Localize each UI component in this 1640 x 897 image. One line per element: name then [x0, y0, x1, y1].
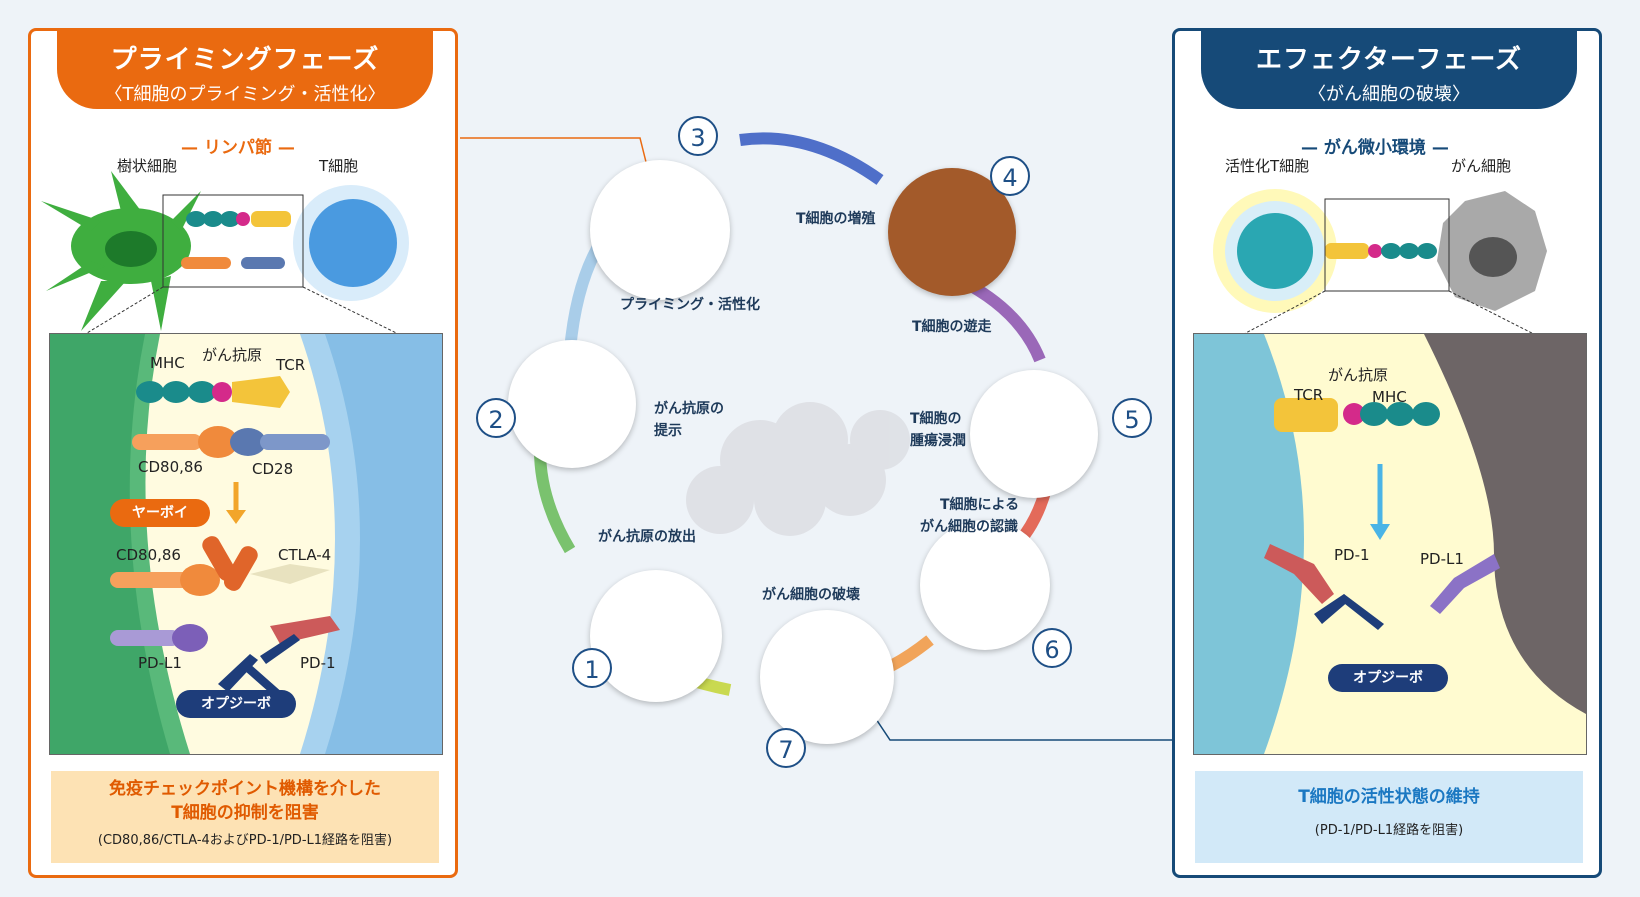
effector-note-line1: T細胞の活性状態の維持	[1298, 787, 1480, 807]
proliferation-label: T細胞の増殖	[796, 211, 876, 227]
priming-note-line1: 免疫チェックポイント機構を介した	[109, 779, 381, 799]
step-3-circle	[590, 160, 730, 300]
step-5-number: 5	[1112, 398, 1152, 438]
step-6-label-line2: がん細胞の認識	[920, 519, 1018, 535]
effector-opdivo-badge: オプジーボ	[1328, 664, 1448, 692]
cd28-label: CD28	[252, 460, 294, 478]
opdivo-badge: オプジーボ	[176, 690, 296, 718]
priming-zoom-box: MHC がん抗原 TCR CD80,86 CD28 ヤーボイ CD80,86 C…	[49, 333, 443, 755]
effector-antigen-label: がん抗原	[1328, 366, 1389, 384]
step-2-label-line2: 提示	[654, 423, 682, 439]
step-6-circle	[920, 520, 1050, 650]
cancer-cell-icon	[1437, 191, 1547, 311]
effector-phase-title: エフェクターフェーズ	[1255, 45, 1523, 75]
step-1-number: 1	[572, 648, 612, 688]
tumor-illustration	[1213, 189, 1549, 341]
cd80-86-label-bottom: CD80,86	[116, 546, 181, 564]
effector-tcr-label: TCR	[1294, 386, 1324, 404]
effector-connector-line	[869, 709, 1172, 741]
effector-pd1-label: PD-1	[1334, 546, 1370, 564]
step-7-circle	[760, 610, 894, 744]
dendritic-cell-icon	[41, 171, 201, 331]
mhc-label: MHC	[150, 354, 185, 372]
yervoy-badge: ヤーボイ	[110, 499, 210, 527]
step-2-label-line1: がん抗原の	[654, 401, 724, 417]
pdl1-label: PD-L1	[138, 654, 182, 672]
step-1-circle	[590, 570, 722, 702]
step-3-label: プライミング・活性化	[620, 297, 760, 313]
tumor-microenvironment-label: — がん微小環境 —	[1301, 138, 1449, 158]
priming-connector-line	[460, 137, 649, 171]
effector-pdl1-label: PD-L1	[1420, 550, 1464, 568]
antigen-label: がん抗原	[202, 346, 263, 364]
arrow-3-to-4	[739, 132, 884, 185]
step-7-number: 7	[766, 728, 806, 768]
priming-note-line3: (CD80,86/CTLA-4およびPD-1/PD-L1経路を阻害)	[97, 833, 393, 848]
effector-note: T細胞の活性状態の維持 (PD-1/PD-L1経路を阻害)	[1195, 771, 1583, 863]
priming-phase-title: プライミングフェーズ	[110, 45, 380, 75]
step-4-number: 4	[990, 156, 1030, 196]
priming-note: 免疫チェックポイント機構を介した T細胞の抑制を阻害 (CD80,86/CTLA…	[51, 771, 439, 863]
step-5-label-line2: 腫瘍浸潤	[910, 433, 966, 449]
priming-zoom-illustration	[50, 334, 442, 754]
effector-mhc-label: MHC	[1372, 388, 1407, 406]
cancer-immunity-cycle-arrows	[460, 132, 1172, 741]
t-cell-label: T細胞	[319, 157, 359, 175]
step-5-circle	[970, 370, 1098, 498]
priming-phase-panel: プライミングフェーズ 〈T細胞のプライミング・活性化〉 — リンパ節 — 樹状細…	[28, 28, 458, 878]
activated-t-cell-label: 活性化T細胞	[1225, 157, 1310, 175]
effector-phase-panel: エフェクターフェーズ 〈がん細胞の破壊〉 — がん微小環境 — 活性化T細胞 が…	[1172, 28, 1602, 878]
effector-zoom-box: がん抗原 TCR MHC PD-1 PD-L1 オプジーボ	[1193, 333, 1587, 755]
dendritic-cell-label: 樹状細胞	[117, 157, 178, 175]
cd80-86-label-top: CD80,86	[138, 458, 203, 476]
step-2-number: 2	[476, 398, 516, 438]
priming-phase-header: プライミングフェーズ 〈T細胞のプライミング・活性化〉	[57, 31, 433, 109]
ctla4-label: CTLA-4	[278, 546, 332, 564]
step-4-label: T細胞の遊走	[912, 319, 992, 335]
step-1-label: がん抗原の放出	[598, 529, 696, 545]
step-6-number: 6	[1032, 628, 1072, 668]
step-2-circle	[508, 340, 636, 468]
step-6-label-line1: T細胞による	[940, 497, 1020, 513]
step-7-label: がん細胞の破壊	[762, 587, 860, 603]
tcr-label: TCR	[276, 356, 306, 374]
lymph-node-illustration	[41, 171, 414, 341]
priming-note-line2: T細胞の抑制を阻害	[171, 803, 319, 823]
step-5-label-line1: T細胞の	[910, 411, 962, 427]
effector-phase-subtitle: 〈がん細胞の破壊〉	[1308, 84, 1470, 105]
effector-note-line2: (PD-1/PD-L1経路を阻害)	[1314, 823, 1464, 838]
step-3-number: 3	[678, 116, 718, 156]
lymph-node-label: — リンパ節 —	[181, 138, 295, 158]
arrow-1-to-2	[534, 449, 576, 554]
cancer-cell-label: がん細胞	[1451, 157, 1512, 175]
pd1-label: PD-1	[300, 654, 336, 672]
priming-phase-subtitle: 〈T細胞のプライミング・活性化〉	[104, 84, 386, 105]
effector-phase-header: エフェクターフェーズ 〈がん細胞の破壊〉	[1201, 31, 1577, 109]
